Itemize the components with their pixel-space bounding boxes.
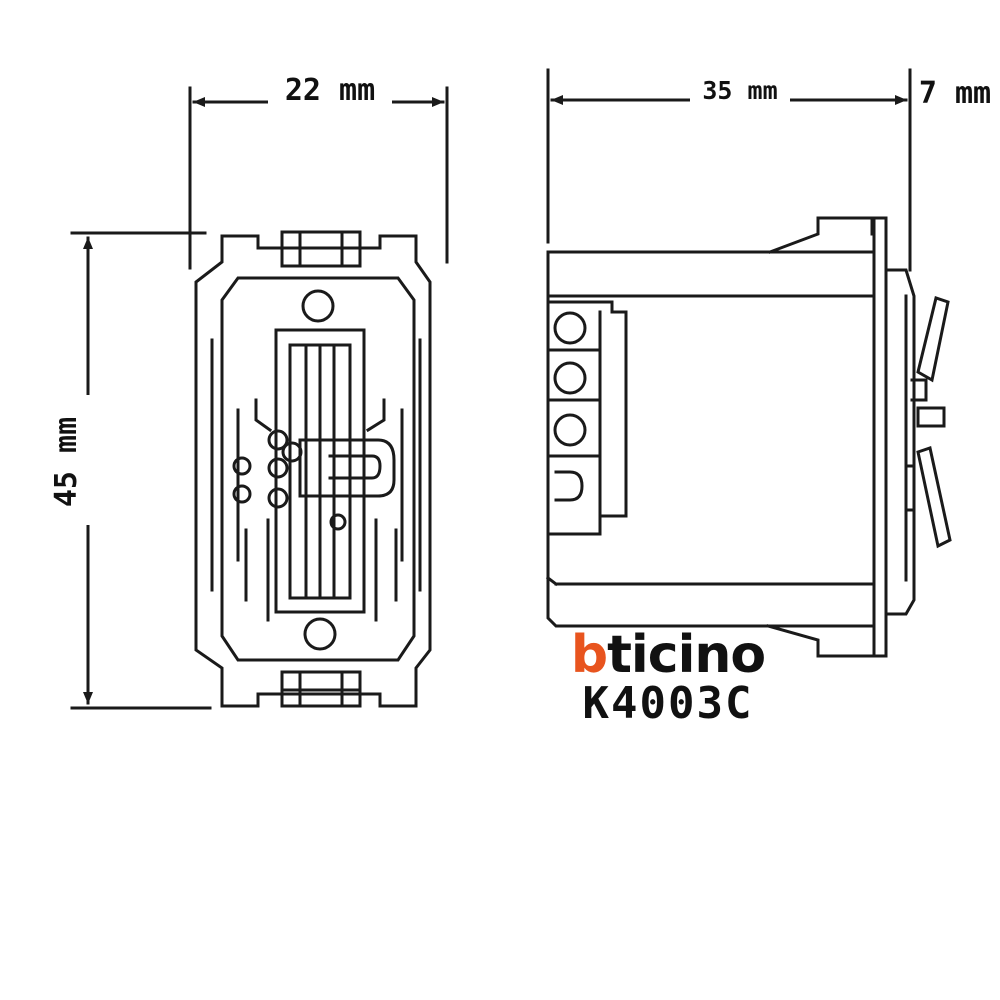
- depth-label: 35 mm: [702, 76, 777, 105]
- side-terminal-block: [546, 300, 628, 536]
- side-view: [545, 216, 952, 658]
- side-top-bracket: [768, 216, 874, 254]
- side-main-body: [546, 250, 876, 628]
- brand-logo-prefix: b: [571, 625, 607, 685]
- brand-logo-rest: ticino: [607, 625, 765, 685]
- front-contact-spring: [298, 438, 396, 498]
- front-bottom-clip: [280, 670, 362, 708]
- side-flange: [872, 216, 888, 658]
- brand-logo: bticino: [571, 625, 766, 685]
- svg-text:bticino: bticino: [571, 625, 765, 685]
- width-label: 22 mm: [285, 73, 375, 108]
- front-view: [194, 230, 432, 708]
- side-terminal-screw-2: [553, 361, 587, 395]
- side-bottom-bracket: [766, 624, 876, 658]
- front-inner-body: [220, 276, 416, 662]
- side-rocker-lower: [916, 446, 952, 549]
- side-front-face: [884, 268, 916, 616]
- height-dimension: 45 mm: [49, 231, 212, 710]
- front-rocker: [274, 328, 366, 614]
- side-terminal-screw-3: [553, 413, 587, 447]
- front-top-clip: [280, 230, 362, 268]
- side-rocker-upper: [916, 296, 950, 383]
- front-bottom-screw-hole: [303, 617, 337, 651]
- protrusion-label: 7 mm: [919, 76, 991, 111]
- depth-dimension: 35 mm 7 mm: [546, 68, 991, 272]
- width-dimension: 22 mm: [188, 73, 449, 270]
- side-rocker-mid: [916, 406, 946, 428]
- model-number: K4003C: [583, 678, 754, 729]
- front-top-screw-hole: [301, 289, 335, 323]
- front-outer-frame: [194, 234, 432, 708]
- height-label: 45 mm: [49, 417, 84, 507]
- side-terminal-screw-1: [553, 311, 587, 345]
